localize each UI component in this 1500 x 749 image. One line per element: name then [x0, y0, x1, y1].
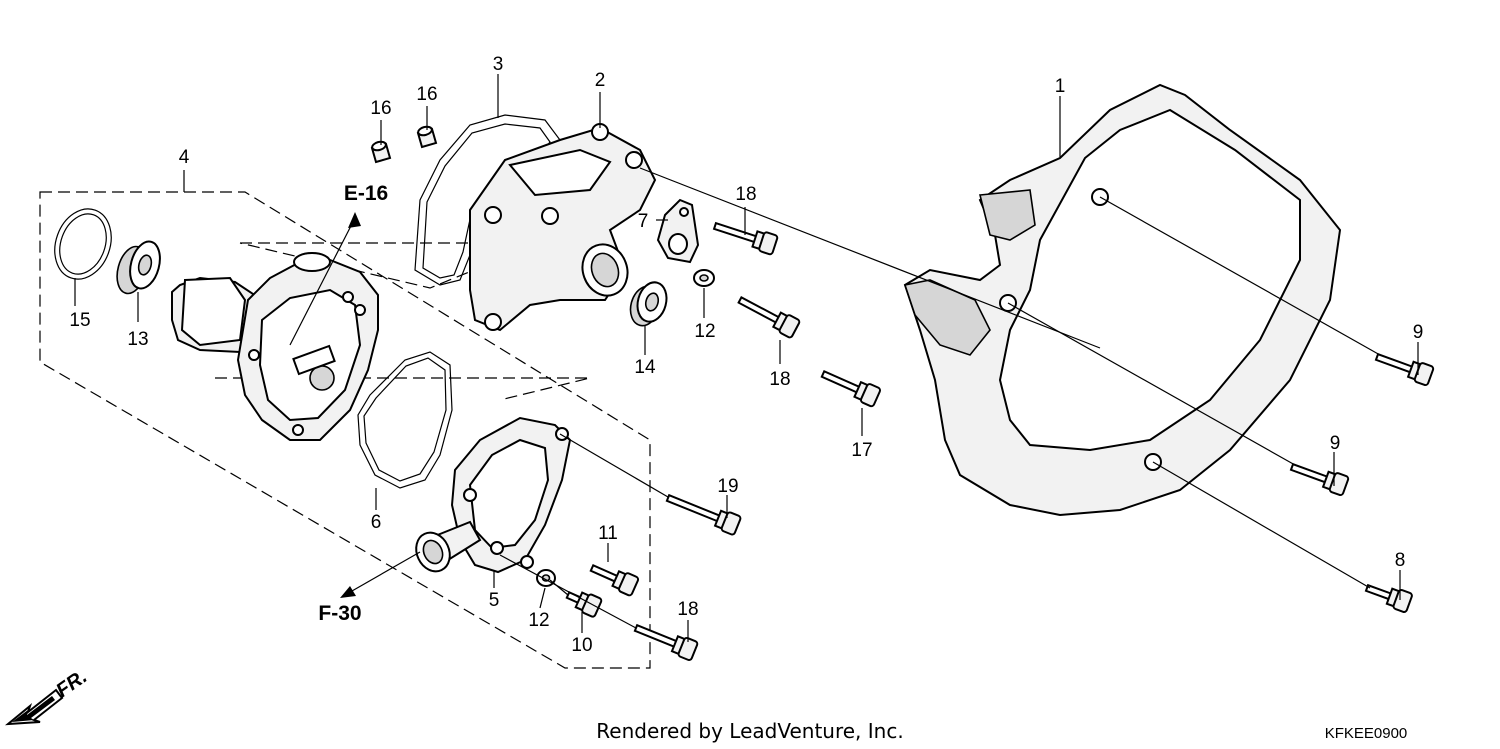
bolt-part-19[interactable]	[664, 489, 742, 536]
callout-8: 8	[1395, 550, 1406, 571]
callout-4: 4	[179, 147, 190, 168]
callout-14: 14	[634, 357, 656, 378]
callout-2: 2	[595, 70, 606, 91]
callout-18-top: 18	[735, 184, 756, 205]
bearing-part-13[interactable]	[112, 238, 164, 297]
diagram-code: KFKEE0900	[1325, 725, 1408, 742]
e16-reference-arrow	[289, 212, 361, 346]
callout-12-bottom: 12	[528, 610, 549, 631]
front-direction-arrow-icon: FR.	[4, 666, 91, 726]
bolt-part-10[interactable]	[564, 586, 603, 618]
reference-f30: F-30	[318, 602, 361, 625]
callout-16-b: 16	[416, 84, 437, 105]
callout-13: 13	[127, 329, 148, 350]
bolt-part-18-top[interactable]	[712, 216, 779, 256]
bolt-part-17[interactable]	[819, 365, 882, 408]
callout-10: 10	[571, 635, 592, 656]
callout-9-bottom: 9	[1330, 433, 1341, 454]
callout-17: 17	[851, 440, 872, 461]
oil-seal-part-14[interactable]	[626, 279, 670, 329]
gasket-part-6[interactable]	[357, 351, 453, 489]
callout-9-top: 9	[1413, 322, 1424, 343]
clamp-part-7[interactable]	[656, 198, 700, 264]
callout-19: 19	[717, 476, 738, 497]
f30-reference-arrow	[340, 551, 421, 598]
assembly-outline	[39, 191, 651, 669]
bolt-part-18-bottom[interactable]	[632, 619, 699, 661]
dowel-pin-part-16-b[interactable]	[416, 125, 438, 149]
bolt-part-8[interactable]	[1364, 579, 1413, 613]
water-pump-body-part-4[interactable]	[171, 252, 379, 441]
washer-part-12-a[interactable]	[693, 269, 715, 287]
callout-7: 7	[638, 211, 649, 232]
leader-lines	[74, 74, 1419, 642]
callout-12-top: 12	[694, 321, 715, 342]
callout-1: 1	[1055, 76, 1066, 97]
bolt-part-9-bottom[interactable]	[1289, 458, 1350, 497]
callout-3: 3	[493, 54, 504, 75]
callout-5: 5	[489, 590, 500, 611]
o-ring-part-15[interactable]	[45, 201, 120, 287]
callout-18-middle: 18	[769, 369, 790, 390]
bolt-part-18-middle[interactable]	[735, 291, 801, 339]
callout-16-a: 16	[370, 98, 391, 119]
crankcase-cover-part-1[interactable]	[903, 83, 1342, 517]
bolt-part-11[interactable]	[588, 559, 640, 597]
callout-15: 15	[69, 310, 90, 331]
callout-labels: 4 3 2 1 16 16 15 13 7 18 12 14 18 17 9 9…	[69, 54, 1423, 656]
callout-6: 6	[371, 512, 382, 533]
water-pump-cover-part-5[interactable]	[410, 416, 572, 577]
pipe-housing-part-2[interactable]	[469, 123, 657, 332]
bolt-part-9-top[interactable]	[1374, 348, 1435, 387]
dowel-pin-part-16-a[interactable]	[370, 140, 392, 164]
footer-credit: Rendered by LeadVenture, Inc.	[596, 719, 903, 743]
callout-18-bottom: 18	[677, 599, 698, 620]
callout-11: 11	[598, 523, 618, 544]
reference-e16: E-16	[344, 182, 388, 205]
